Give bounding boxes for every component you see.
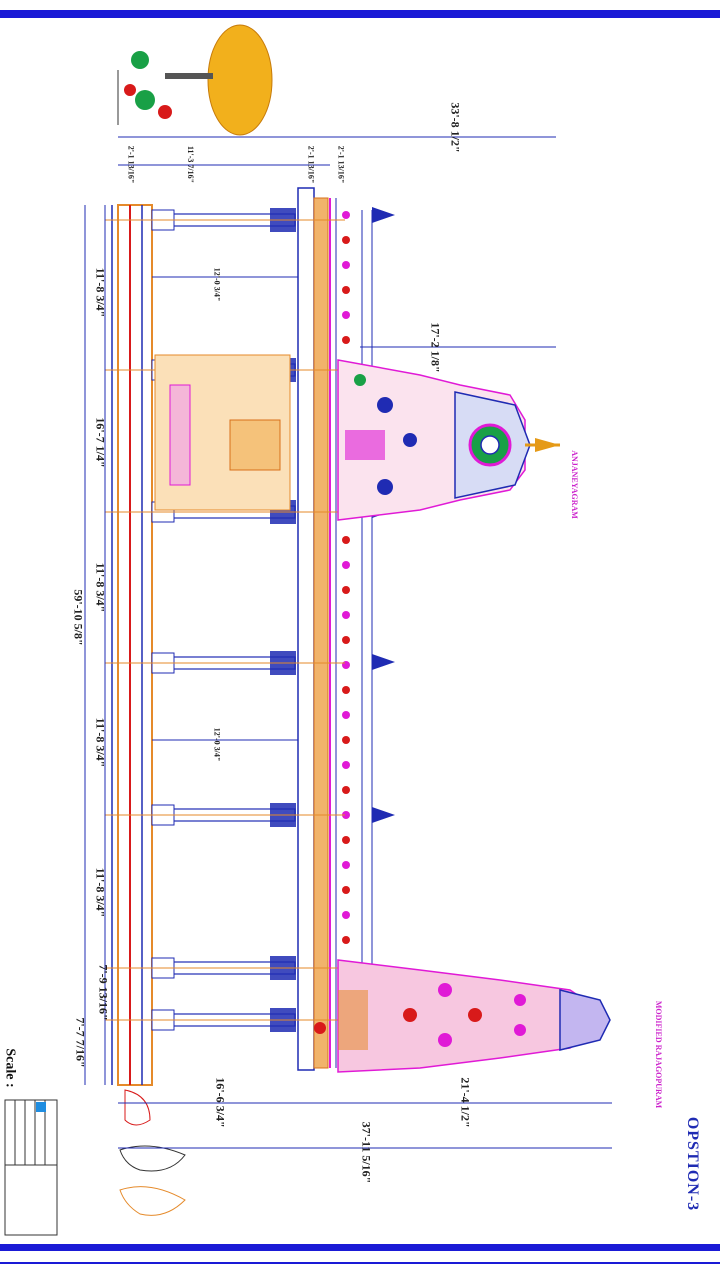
parapet-ornament <box>342 286 350 294</box>
parapet-ornaments <box>342 207 395 1044</box>
human-figures <box>119 1089 186 1216</box>
scale-label: Scale : <box>2 1048 18 1088</box>
parapet-ornament <box>342 861 350 869</box>
parapet-ornament <box>342 886 350 894</box>
vimana-label: ANJANEYAGRAM <box>569 450 579 519</box>
pillar <box>105 803 345 827</box>
dim-vimana-height: 17'-2 1/8" <box>428 322 443 373</box>
parapet-ornament <box>342 611 350 619</box>
parapet-ornament <box>342 936 350 944</box>
dim-inner-bay-2: 12'-0 3/4" <box>212 727 222 762</box>
parapet-ornament <box>342 261 350 269</box>
sheet-title: OPSTION-3 <box>684 1116 702 1212</box>
dim-bay-6: 7'-9 13/16" <box>96 964 111 1021</box>
dim-gopuram-upper: 21'-4 1/2" <box>458 1077 473 1128</box>
rajagopuram-tower <box>314 959 611 1073</box>
dim-top-a: 2'-1 13/16" <box>126 145 136 184</box>
dim-bay-7: 7'-7 7/16" <box>73 1017 88 1068</box>
parapet-ornament <box>342 711 350 719</box>
bottom-frame-bar <box>0 1244 720 1251</box>
tree-illustration <box>117 24 273 136</box>
kalasha-finial <box>372 654 395 670</box>
parapet-ornament <box>342 311 350 319</box>
parapet-ornament <box>342 561 350 569</box>
parapet-ornament <box>342 236 350 244</box>
parapet-ornament <box>342 536 350 544</box>
parapet-ornament <box>342 686 350 694</box>
parapet-ornament <box>342 736 350 744</box>
scale-bar <box>4 1099 58 1236</box>
pillars <box>105 208 345 1032</box>
top-frame-bar <box>0 10 720 18</box>
parapet-ornament <box>342 911 350 919</box>
dim-bay-3: 11'-8 3/4" <box>93 562 108 613</box>
pillar <box>105 208 345 232</box>
parapet-ornament <box>342 786 350 794</box>
dim-top-b: 11'-3 7/16" <box>186 145 196 184</box>
parapet-ornament <box>342 211 350 219</box>
mandapa-interior <box>154 354 291 511</box>
dimension-lines <box>84 136 612 1149</box>
parapet-ornament <box>342 811 350 819</box>
dim-top-d: 2'-1 13/16" <box>336 145 346 184</box>
dim-bay-5: 11'-8 3/4" <box>93 867 108 918</box>
dim-top-c: 2'-1 13/16" <box>306 145 316 184</box>
kalasha-finial <box>372 807 395 823</box>
base-platform <box>111 204 153 1086</box>
parapet-ornament <box>342 636 350 644</box>
dim-bay-1: 11'-8 3/4" <box>93 267 108 318</box>
dim-bay-2: 16'-7 1/4" <box>93 417 108 468</box>
parapet-ornament <box>342 336 350 344</box>
parapet-ornament <box>342 836 350 844</box>
parapet-ornament <box>342 761 350 769</box>
parapet-ornament <box>342 661 350 669</box>
dim-inner-bay-1: 12'-0 3/4" <box>212 267 222 302</box>
vimana-tower <box>337 359 560 521</box>
roof-beams <box>297 187 373 1071</box>
pillar <box>105 651 345 675</box>
dim-gopuram-total: 37'-11 5/16" <box>359 1121 374 1184</box>
dim-overall-length: 59'-10 5/8" <box>71 589 86 646</box>
dim-base-height: 16'-6 3/4" <box>213 1077 228 1128</box>
pillar <box>105 956 345 980</box>
parapet-ornament <box>342 586 350 594</box>
pillar <box>105 1008 345 1032</box>
dim-bay-4: 11'-8 3/4" <box>93 717 108 768</box>
kalasha-finial <box>372 207 395 223</box>
dim-total-height: 33'-8 1/2" <box>448 102 463 153</box>
gopuram-label: MODIFIED RAJAGOPURAM <box>654 1000 664 1109</box>
bottom-frame-line <box>0 1262 720 1264</box>
